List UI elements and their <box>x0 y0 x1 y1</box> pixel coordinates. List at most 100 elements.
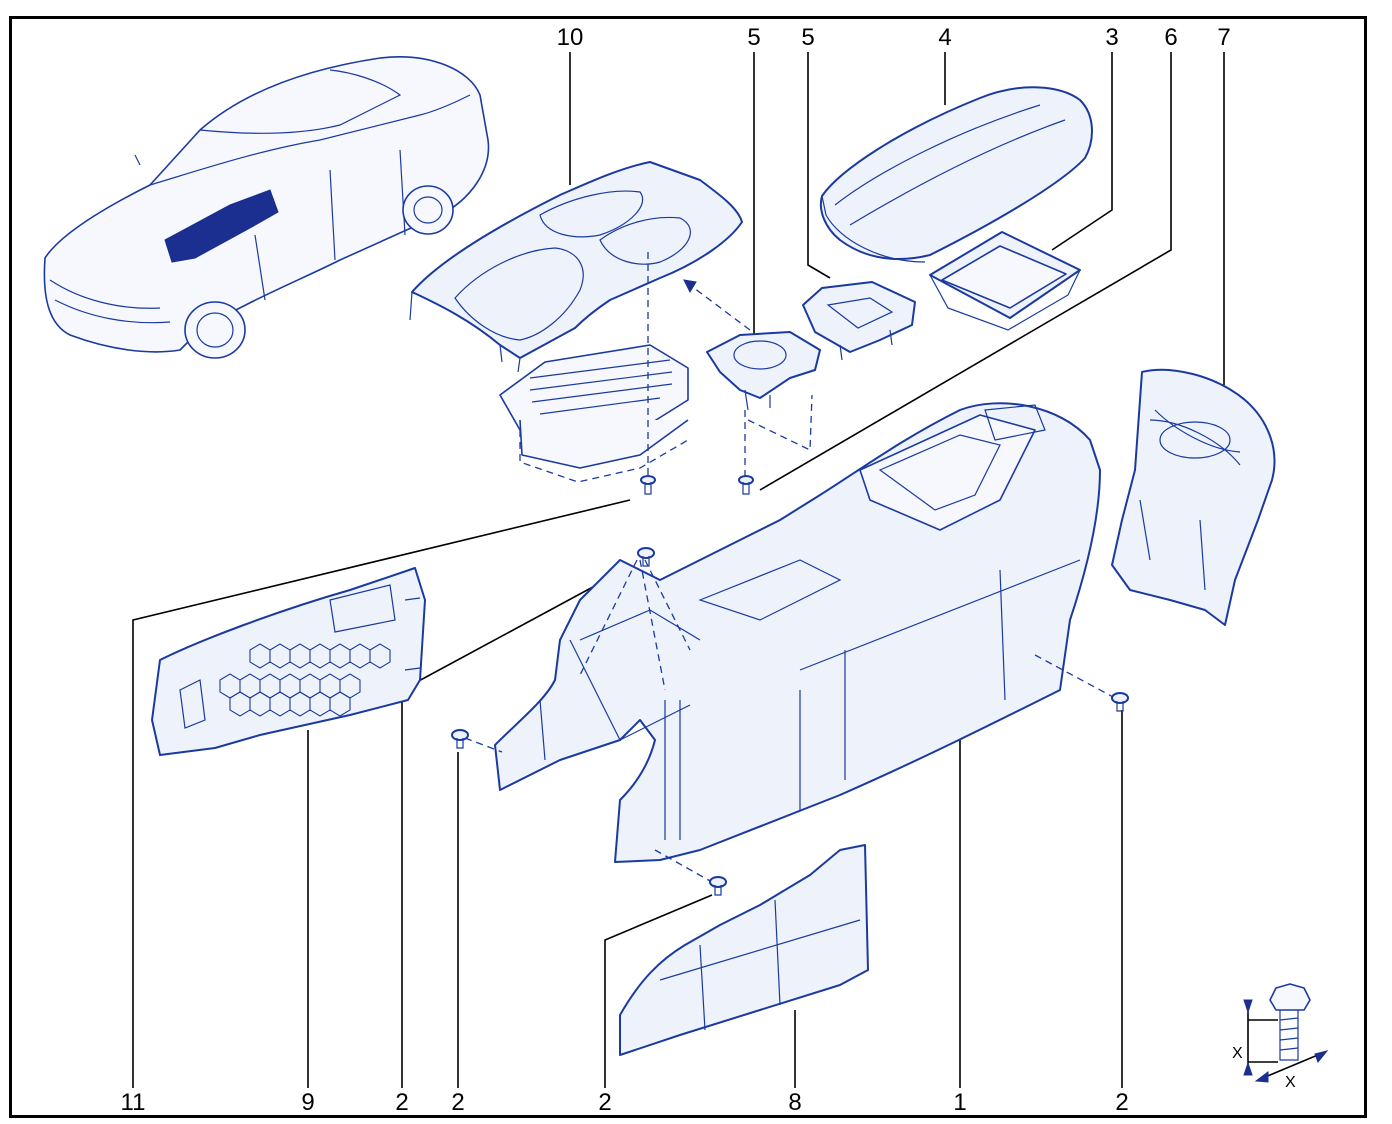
part-7-rear-console-panel <box>1111 368 1276 626</box>
assembly-line-right-fastener <box>1034 654 1116 699</box>
part-5a-cup-ring <box>733 340 787 370</box>
part-7-outline <box>1111 368 1276 626</box>
callout-10-label: 10 <box>557 24 584 51</box>
part-1-rear-switch-slot <box>984 404 1046 441</box>
dimension-x-vertical <box>1247 1000 1278 1075</box>
part-7-vent-grille <box>1159 421 1231 459</box>
dimension-x-label-diagonal: X <box>1285 1074 1296 1091</box>
dimension-x-label-vertical: X <box>1232 1045 1243 1062</box>
car-rear-hub <box>413 196 443 224</box>
clip-2a <box>637 547 655 567</box>
dimension-arrows-diagonal <box>1254 1050 1329 1083</box>
clip-2c <box>709 876 727 896</box>
callout-2c-label: 2 <box>598 1089 611 1116</box>
part-1-panel-lines <box>799 559 1081 810</box>
car-beltline <box>149 94 471 186</box>
part-8-outline <box>619 844 869 1056</box>
car-mirror <box>134 154 141 166</box>
gear-module-base <box>519 419 689 469</box>
clip-2d <box>1111 692 1129 712</box>
leader-11 <box>132 499 631 1088</box>
part-1-vertical-ribs <box>539 699 681 840</box>
car-windshield <box>199 69 402 134</box>
part-9-side-trim-panel <box>151 567 426 756</box>
part-10-clips <box>409 291 521 373</box>
vehicle-locator-illustration <box>43 56 490 359</box>
callout-3-label: 3 <box>1105 24 1118 51</box>
part-8-front-side-trim <box>619 844 869 1056</box>
assembly-line-lower-fastener <box>654 849 713 883</box>
assembly-lines-5a <box>744 394 813 480</box>
callout-11-label: 11 <box>121 1089 146 1116</box>
part-1-well-inner <box>878 434 1001 511</box>
callout-5a-label: 5 <box>747 24 760 51</box>
part-4-outline <box>820 86 1093 261</box>
part-9-outline <box>151 567 426 756</box>
part-1-side-frame <box>569 639 691 741</box>
part-10-switch-opening <box>599 216 691 265</box>
part-5b-legs <box>839 329 893 361</box>
bolt-head <box>1269 983 1311 1011</box>
part-7-vents <box>1149 409 1241 466</box>
callout-8-label: 8 <box>788 1089 801 1116</box>
callout-2a-label: 2 <box>395 1089 408 1116</box>
assembly-lines-front <box>579 559 691 691</box>
dimension-arrows-vertical <box>1243 999 1253 1076</box>
part-5a-outline <box>706 331 821 399</box>
callout-5b-label: 5 <box>801 24 814 51</box>
callout-1-label: 1 <box>953 1089 966 1116</box>
console-location-highlight <box>164 189 279 263</box>
screw-center-right <box>738 475 754 495</box>
car-rear-wheel <box>402 185 454 235</box>
screw-center-left <box>640 475 656 495</box>
tightening-torque-symbol: X X <box>1232 983 1329 1091</box>
part-4-armrest-lid <box>820 86 1093 263</box>
car-front-wheel <box>184 301 246 359</box>
gear-module-ribs <box>529 359 673 415</box>
leader-5b <box>807 52 831 279</box>
part-5a-clips <box>744 389 771 411</box>
car-front-hub <box>196 312 234 348</box>
part-5-cupholder-insert <box>683 279 821 480</box>
callout-9-label: 9 <box>301 1089 314 1116</box>
part-7-ribs <box>1139 499 1206 591</box>
fasteners <box>451 475 1129 896</box>
bolt-thread <box>1279 1010 1299 1061</box>
arrow-head-5a <box>683 279 697 294</box>
assembly-line-left-fastener <box>464 737 503 753</box>
part-4-edge <box>821 195 926 263</box>
gear-selector-module <box>499 252 689 485</box>
part-9-clips <box>179 597 421 729</box>
assembly-arrow-5a <box>689 284 751 331</box>
part-4-contours <box>834 104 1066 226</box>
leader-6 <box>759 52 1172 491</box>
part-9-honeycomb <box>219 643 391 717</box>
callout-labels: 10 5 5 4 3 6 7 11 9 2 2 2 8 1 2 <box>121 24 1231 1116</box>
part-9-window <box>329 584 396 633</box>
car-door-lines <box>254 149 406 301</box>
leader-lines <box>132 52 1225 1088</box>
part-5-mounting-bracket <box>802 281 916 361</box>
leader-2c <box>604 894 713 1088</box>
callout-4-label: 4 <box>938 24 951 51</box>
part-10-gear-opening <box>454 247 584 341</box>
part-3-storage-tray <box>929 231 1081 331</box>
part-8-contours <box>659 899 861 1031</box>
callout-2d-label: 2 <box>1115 1089 1128 1116</box>
part-1-storage-well <box>859 414 1036 531</box>
part-10-gear-lever-bezel <box>409 161 743 373</box>
part-3-sides <box>929 269 1081 331</box>
leader-3 <box>1051 52 1113 251</box>
dimension-x-diagonal <box>1257 1051 1326 1081</box>
part-3-inner <box>941 245 1067 309</box>
callout-2b-label: 2 <box>451 1089 464 1116</box>
part-5b-opening <box>826 297 894 329</box>
clip-2b <box>451 729 469 749</box>
callout-6-label: 6 <box>1164 24 1177 51</box>
part-5b-outline <box>802 281 916 353</box>
part-10-cupholder-opening <box>539 190 644 238</box>
part-1-center-console-body <box>464 402 1116 883</box>
callout-7-label: 7 <box>1217 24 1230 51</box>
